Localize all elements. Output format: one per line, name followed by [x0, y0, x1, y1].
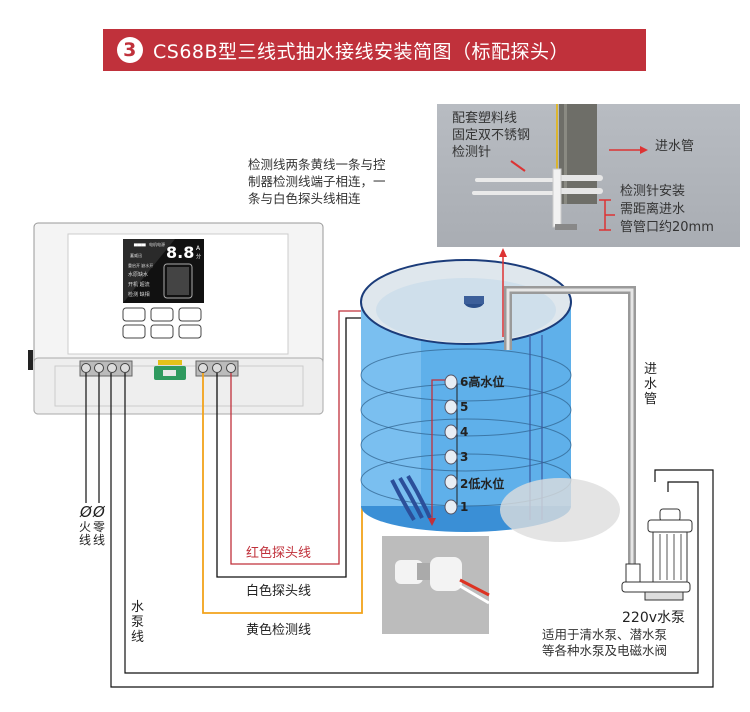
level-float-1 [444, 499, 458, 515]
svg-text:▀▀▀: ▀▀▀ [133, 243, 146, 250]
controller-unit: ▀▀▀ 电机电源 蓄威迅 重启开 缺水开 水原缺水 开机 超流 检测 缺相 8.… [28, 222, 324, 415]
live-symbol: Ø [80, 503, 92, 521]
pump-usage-note: 适用于清水泵、潜水泵 等各种水泵及电磁水阀 [542, 627, 668, 658]
svg-text:开机 超流: 开机 超流 [128, 281, 150, 288]
controller-button-4[interactable] [122, 324, 146, 339]
install-distance-note: 检测针安装 需距离进水 管管口约20mm [620, 184, 714, 235]
pump-wire-label: 水泵线 [131, 600, 145, 645]
svg-text:水原缺水: 水原缺水 [128, 271, 148, 278]
pump-wire-outer [110, 373, 714, 688]
level-label-5: 5 [460, 400, 469, 414]
level-float-3 [444, 449, 458, 465]
inlet-pipe-photo-label: 进水管 [655, 139, 695, 154]
svg-text:分: 分 [196, 253, 201, 260]
step-number-badge: 3 [117, 37, 143, 63]
inlet-pipe-label: 进水管 [644, 362, 658, 407]
svg-text:蓄威迅: 蓄威迅 [130, 252, 142, 258]
controller-button-1[interactable] [122, 307, 146, 322]
pump-wire-inner [124, 373, 699, 674]
level-float-6 [444, 374, 458, 390]
white-probe-wire-label: 白色探头线 [246, 584, 312, 599]
level-float-5 [444, 399, 458, 415]
probe-fix-note: 配套塑料线 固定双不锈钢 检测针 [452, 111, 531, 160]
controller-button-5[interactable] [150, 324, 174, 339]
inlet-pipe [504, 286, 636, 575]
red-probe-wire-label: 红色探头线 [246, 546, 312, 561]
lcd-value: 8.8 [166, 243, 194, 262]
power-terminal-block [79, 360, 133, 377]
neutral-wire-label: 零线 [93, 520, 106, 547]
controller-button-3[interactable] [178, 307, 202, 322]
controller-button-2[interactable] [150, 307, 174, 322]
probe-install-illustration [472, 104, 648, 231]
probe-terminal-block [195, 360, 239, 377]
level-label-4: 4 [460, 425, 469, 439]
neutral-symbol: Ø [93, 503, 105, 521]
level-float-4 [444, 424, 458, 440]
svg-text:A: A [196, 245, 201, 252]
detection-wire-note: 检测线两条黄线一条与控 制器检测线端子相连，一 条与白色探头线相连 [248, 157, 386, 206]
level-float-2 [444, 474, 458, 490]
submersible-pump [621, 508, 693, 601]
svg-text:检测 缺相: 检测 缺相 [128, 291, 150, 298]
title-text: CS68B型三线式抽水接线安装简图（标配探头） [153, 40, 570, 63]
level-label-1: 1 [460, 500, 469, 514]
svg-text:电机电源: 电机电源 [149, 241, 165, 247]
level-label-3: 3 [460, 450, 469, 464]
title-banner: 3 CS68B型三线式抽水接线安装简图（标配探头） [103, 29, 646, 71]
svg-text:重启开 缺水开: 重启开 缺水开 [128, 262, 153, 268]
level-label-6: 6高水位 [460, 375, 505, 389]
fuse-cap [158, 360, 182, 365]
yellow-detect-wire-label: 黄色检测线 [246, 623, 312, 638]
pump-label: 220v水泵 [622, 610, 686, 626]
controller-button-6[interactable] [178, 324, 202, 339]
live-wire-label: 火线 [79, 520, 92, 547]
level-label-2: 2低水位 [460, 477, 505, 491]
